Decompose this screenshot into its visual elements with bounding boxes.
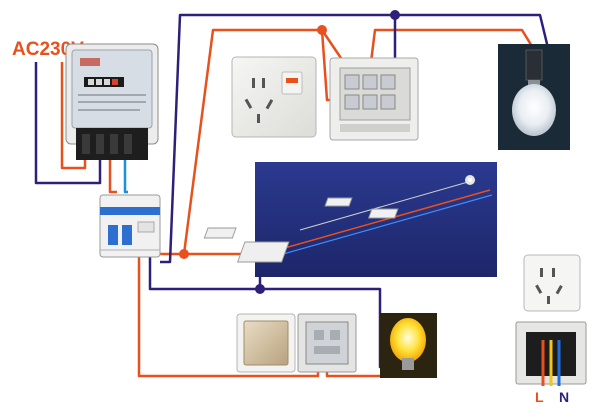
wall-socket-with-switch: [231, 56, 317, 138]
neutral-junction-top: [390, 10, 400, 20]
live-riser: [160, 28, 351, 256]
outlet-neutral-label: N: [559, 389, 569, 405]
room-wiring-3d-illustration: [203, 162, 497, 277]
supply-live-wire: [60, 62, 87, 170]
outlet-front: [523, 254, 581, 312]
meter-to-breaker-live: [108, 160, 117, 194]
outlet-back: [515, 321, 587, 386]
neutral-junction-lower: [255, 284, 265, 294]
switch-socket-backplate: [329, 57, 419, 141]
electricity-meter: [65, 43, 159, 160]
switch-to-lamp-live: [368, 28, 535, 71]
live-junction-panel: [179, 249, 189, 259]
glowing-light-bulb: [380, 313, 437, 378]
pendant-light-bulb: [498, 44, 570, 150]
live-junction-top: [317, 25, 327, 35]
circuit-breaker: [99, 194, 161, 258]
wall-switch-back: [297, 313, 357, 373]
outlet-live-label: L: [535, 389, 544, 405]
neutral-riser: [160, 13, 550, 264]
meter-to-breaker-neutral: [123, 160, 128, 194]
supply-neutral-wire: [34, 62, 102, 185]
wall-switch-front: [236, 313, 296, 373]
